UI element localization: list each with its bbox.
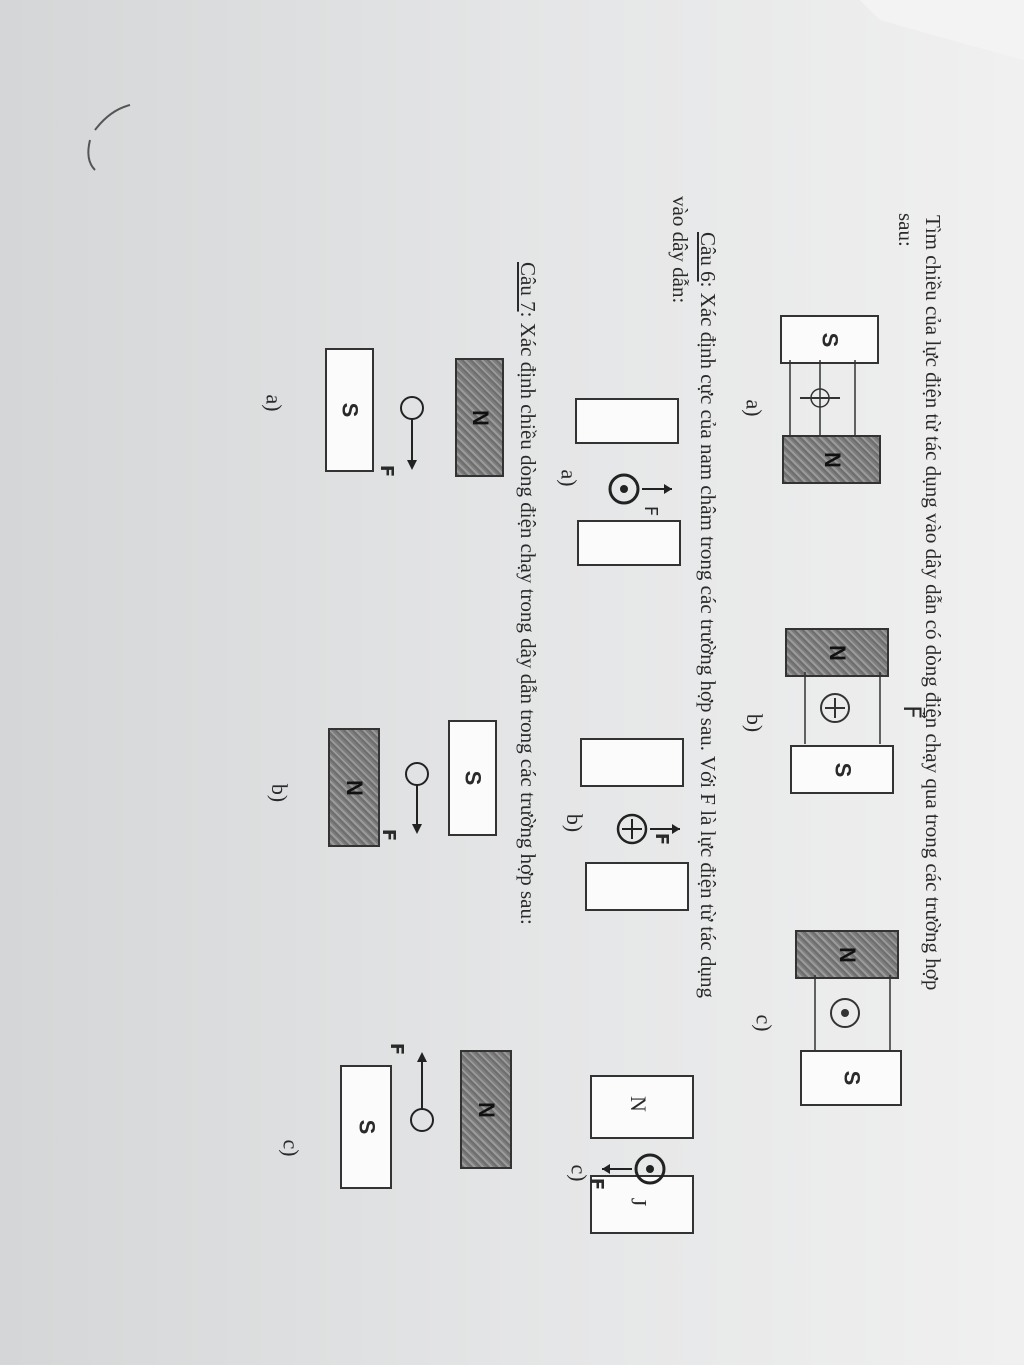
q7-c-north-magnet: N [460, 1050, 512, 1169]
q7-a-force-label: F [376, 464, 398, 478]
q6-b-magnet-bottom [585, 862, 689, 911]
q6-text: : Xác định cực của nam châm trong các tr… [696, 281, 720, 998]
q6-c-magnet-bottom: J [590, 1175, 694, 1234]
pole-label: S [337, 402, 363, 418]
q6-b-magnet-top [580, 738, 684, 787]
intro-b-handwritten-force: F⃗ [897, 705, 926, 719]
q6-c-magnet-top: N [590, 1075, 694, 1139]
q6-a-force-label: F [640, 505, 662, 517]
intro-line-2: sau: [894, 213, 918, 247]
q6-a-wire-out [608, 473, 672, 505]
q6-b-force-label: F [651, 832, 673, 846]
intro-b-caption: b) [742, 713, 768, 733]
q6-c-wire-out [602, 1153, 666, 1185]
intro-a-field-lines [789, 360, 856, 435]
pen-mark [94, 104, 131, 131]
intro-b-south-magnet: S [790, 745, 894, 794]
q7-text: : Xác định chiều dòng điện chạy trong dâ… [516, 311, 540, 925]
intro-b-field-lines [804, 672, 881, 744]
pole-label: S [817, 332, 843, 347]
q7-a-north-magnet: N [455, 358, 504, 477]
pole-label: S [354, 1119, 379, 1135]
q7-b-caption: b) [267, 783, 293, 803]
q7-b-wire [405, 762, 429, 834]
q7-b-north-magnet: N [328, 728, 380, 847]
pen-mark [87, 139, 96, 171]
back-page-edge [860, 0, 1024, 60]
q7-c-caption: c) [278, 1139, 304, 1157]
intro-c-south-magnet: S [800, 1050, 902, 1106]
q6-c-handwritten-n: N [625, 1096, 651, 1112]
q6-a-magnet-top [575, 398, 679, 444]
q7-a-south-magnet: S [325, 348, 374, 472]
pole-label: S [830, 762, 855, 777]
pole-label: N [819, 451, 845, 468]
pole-label: N [824, 644, 850, 661]
q6-label: Câu 6 [696, 232, 720, 282]
intro-c-field-lines [814, 975, 891, 1050]
q7-c-force-label: F [386, 1042, 408, 1056]
q6-c-handwritten-j: J [626, 1197, 652, 1207]
q7-line-1: Câu 7: Xác định chiều dòng điện chạy tro… [515, 262, 540, 925]
q6-a-magnet-bottom [577, 520, 681, 566]
pole-label: N [834, 946, 860, 963]
q7-a-wire [400, 396, 424, 470]
q7-c-wire [410, 1052, 434, 1132]
q6-line-2: vào dây dẫn: [668, 196, 692, 304]
q6-a-caption: a) [556, 469, 582, 487]
pole-label: N [341, 779, 367, 796]
intro-b-north-magnet: N [785, 628, 889, 677]
q7-a-caption: a) [261, 394, 287, 412]
q7-b-south-magnet: S [448, 720, 497, 836]
q6-b-wire-in [616, 813, 680, 845]
intro-c-north-magnet: N [795, 930, 899, 979]
q6-c-caption: c) [566, 1164, 592, 1182]
intro-c-caption: c) [751, 1014, 777, 1032]
q7-b-force-label: F [378, 828, 400, 842]
intro-a-south-magnet: S [780, 315, 879, 364]
pole-label: N [467, 409, 493, 426]
pole-label: N [473, 1101, 499, 1118]
pole-label: S [839, 1070, 864, 1086]
q6-line-1: Câu 6: Xác định cực của nam châm trong c… [695, 232, 720, 998]
q7-c-south-magnet: S [340, 1065, 392, 1189]
pole-label: S [460, 770, 486, 786]
intro-a-north-magnet: N [782, 435, 881, 484]
q6-b-caption: b) [562, 813, 588, 833]
intro-a-caption: a) [741, 399, 767, 417]
q7-label: Câu 7 [516, 262, 540, 312]
intro-line-1: Tìm chiều của lực điện từ tác dụng vào d… [921, 215, 945, 991]
